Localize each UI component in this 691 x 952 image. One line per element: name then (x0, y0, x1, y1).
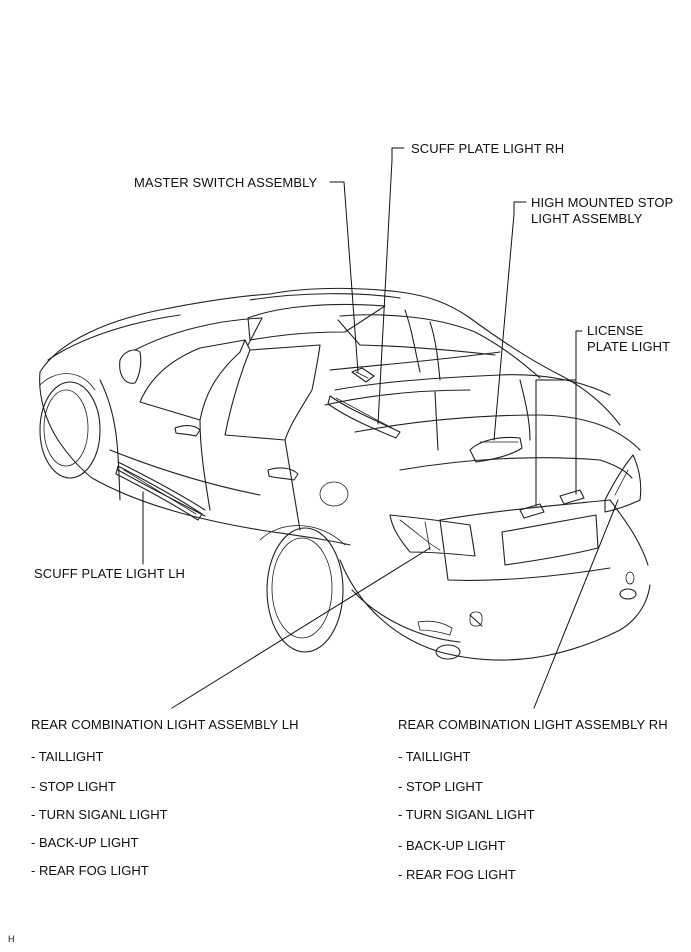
rear-rh-item-taillight: - TAILLIGHT (398, 749, 471, 764)
label-license-line1: LICENSE (587, 323, 644, 338)
license-plate-lights-component (519, 489, 585, 519)
figure-code: H (8, 934, 15, 944)
rear-lh-item-rear-fog: - REAR FOG LIGHT (31, 863, 149, 878)
master-switch-component (351, 367, 375, 383)
rear-rh-item-back-up: - BACK-UP LIGHT (398, 838, 506, 853)
rear-lh-item-back-up: - BACK-UP LIGHT (31, 835, 139, 850)
rear-combo-lh-component (389, 514, 476, 557)
high-mount-stop-component (469, 436, 523, 463)
label-high-mount-stop-line1: HIGH MOUNTED STOP (531, 195, 674, 210)
label-scuff-plate-rh: SCUFF PLATE LIGHT RH (411, 141, 565, 156)
rear-combo-rh-component (604, 454, 642, 513)
scuff-plate-lh-component (115, 465, 203, 521)
label-high-mount-stop-line2: LIGHT ASSEMBLY (531, 211, 643, 226)
rear-combo-rh-title: REAR COMBINATION LIGHT ASSEMBLY RH (398, 717, 668, 732)
rear-rh-item-stop-light: - STOP LIGHT (398, 779, 483, 794)
rear-rh-item-rear-fog: - REAR FOG LIGHT (398, 867, 516, 882)
label-scuff-plate-lh: SCUFF PLATE LIGHT LH (34, 566, 186, 581)
label-master-switch: MASTER SWITCH ASSEMBLY (134, 175, 318, 190)
rear-rh-item-turn-signal: - TURN SIGANL LIGHT (398, 807, 535, 822)
rear-lh-item-turn-signal: - TURN SIGANL LIGHT (31, 807, 168, 822)
rear-lh-item-stop-light: - STOP LIGHT (31, 779, 116, 794)
rear-combo-lh-title: REAR COMBINATION LIGHT ASSEMBLY LH (31, 717, 299, 732)
scuff-plate-rh-component (327, 395, 401, 439)
rear-lh-item-taillight: - TAILLIGHT (31, 749, 104, 764)
label-license-line2: PLATE LIGHT (587, 339, 671, 354)
leader-lines (142, 147, 619, 709)
